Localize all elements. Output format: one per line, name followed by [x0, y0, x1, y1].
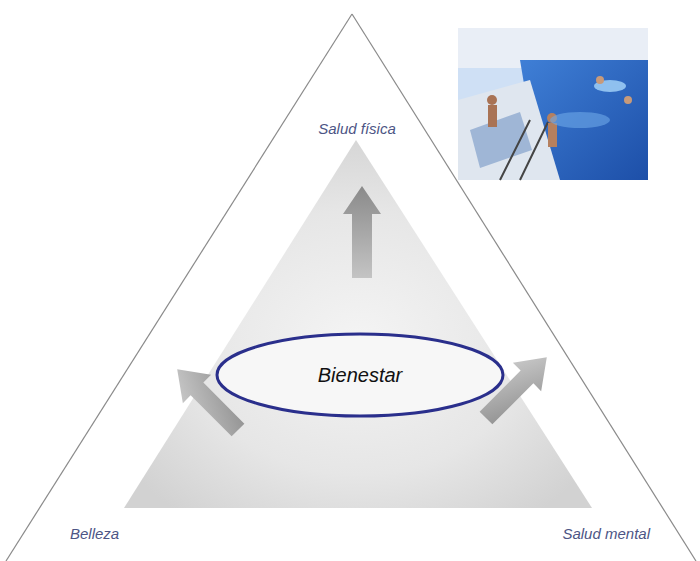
- wellbeing-ellipse: Bienestar: [215, 332, 505, 418]
- arrows: [163, 186, 561, 444]
- corner-label: Salud física: [318, 120, 396, 137]
- inner-triangle: [124, 140, 592, 508]
- corner-label: Salud mental: [562, 525, 650, 542]
- corner-label: Belleza: [70, 525, 119, 542]
- outer-triangle: [6, 14, 696, 561]
- node-label: Bienestar: [318, 364, 403, 387]
- spa-photo: [458, 28, 648, 180]
